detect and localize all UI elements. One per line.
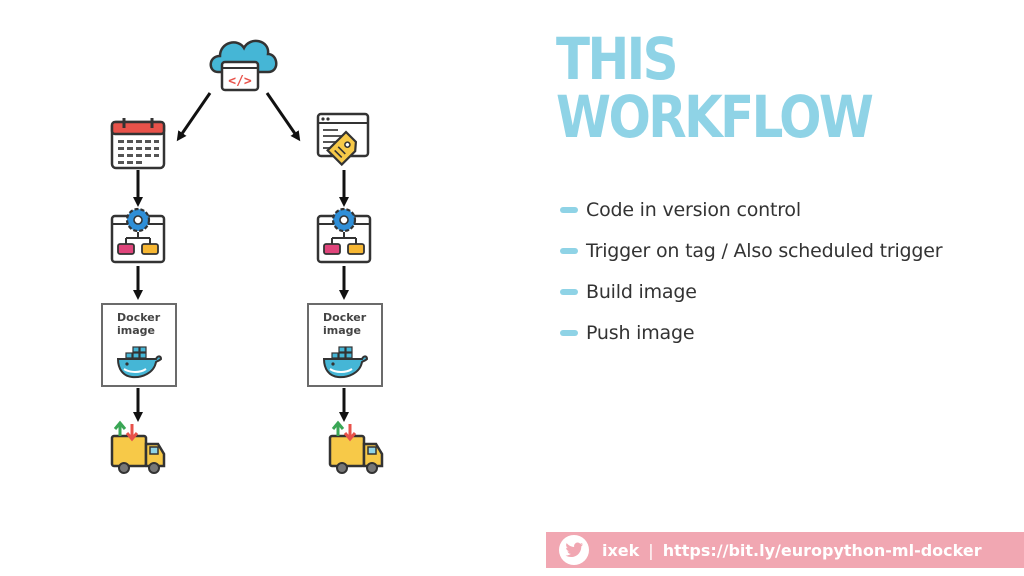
docker-image-box-left: Docker image <box>101 303 177 387</box>
cloud-code-icon: </> <box>209 39 278 92</box>
bullet-dash <box>560 289 578 295</box>
bullet-text: Trigger on tag / Also scheduled trigger <box>586 240 943 262</box>
bullet-text: Code in version control <box>586 199 801 221</box>
footer-banner: ixek | https://bit.ly/europython-ml-dock… <box>546 532 1024 568</box>
bullet-dash <box>560 207 578 213</box>
docker-image-label: Docker image <box>117 311 161 337</box>
bullet-item: Code in version control <box>560 196 942 237</box>
bullet-item: Push image <box>560 319 942 360</box>
svg-text:</>: </> <box>228 74 252 89</box>
twitter-bird-icon[interactable] <box>559 535 589 565</box>
calendar-icon <box>110 118 166 170</box>
bullet-list: Code in version control Trigger on tag /… <box>560 196 943 360</box>
footer-handle[interactable]: ixek <box>602 540 640 560</box>
bullet-dash <box>560 330 578 336</box>
slide-title: THIS WORKFLOW <box>556 25 874 151</box>
docker-whale-icon <box>116 346 162 379</box>
footer-link[interactable]: https://bit.ly/europython-ml-docker <box>662 540 982 560</box>
tag-icon <box>316 112 370 167</box>
build-icon-right <box>316 207 372 264</box>
build-icon-left <box>110 207 166 264</box>
arrow-to-tag <box>265 92 301 142</box>
arrows <box>133 92 349 422</box>
footer-separator: | <box>648 540 654 560</box>
bullet-dash <box>560 248 578 254</box>
bullet-text: Build image <box>586 281 697 303</box>
bullet-item: Build image <box>560 278 942 319</box>
truck-icon-left <box>110 420 166 474</box>
docker-whale-icon <box>322 346 368 379</box>
docker-image-box-right: Docker image <box>307 303 383 387</box>
docker-image-label: Docker image <box>323 311 367 337</box>
bullet-item: Trigger on tag / Also scheduled trigger <box>560 237 943 278</box>
arrow-to-calendar <box>176 92 212 142</box>
bullet-text: Push image <box>586 322 695 344</box>
truck-icon-right <box>328 420 384 474</box>
